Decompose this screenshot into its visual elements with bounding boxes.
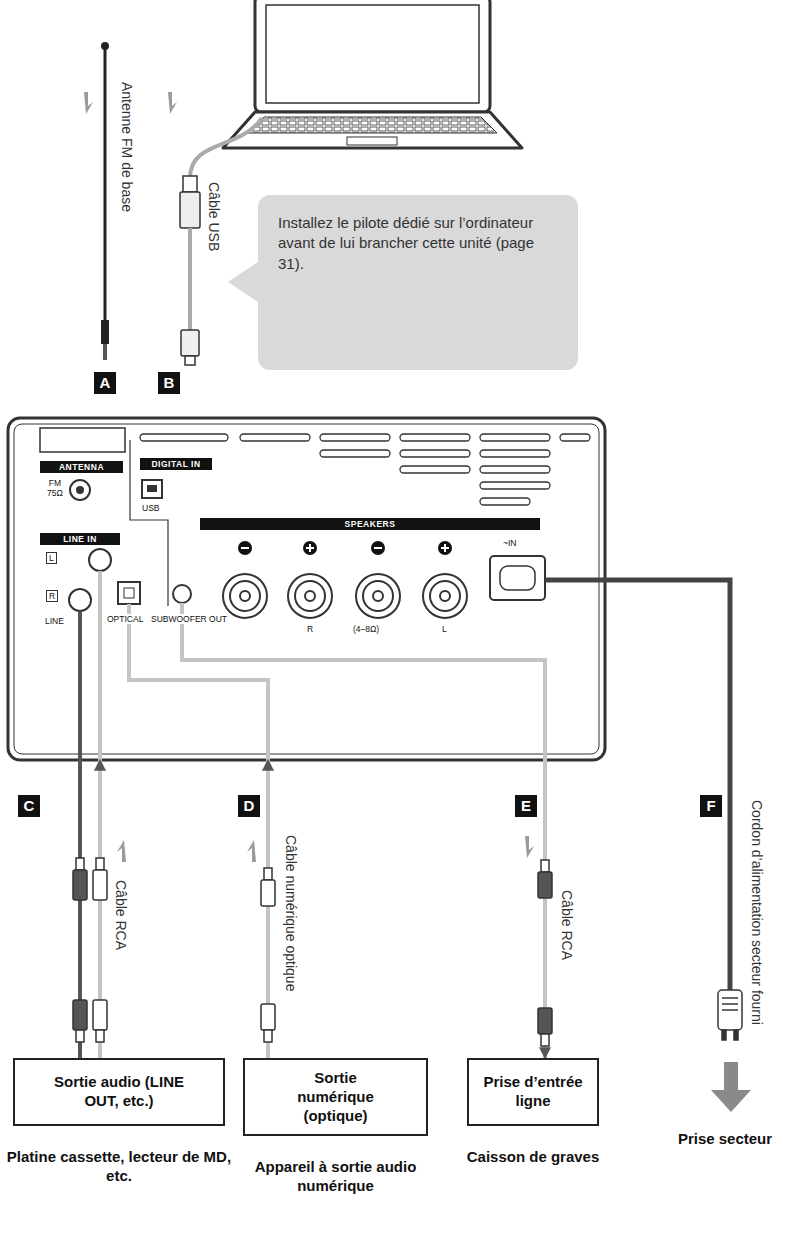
- cable-label: Cordon d’alimentation secteur fourni: [748, 800, 765, 1025]
- mains-arrow: [711, 1062, 751, 1112]
- device-caption: Caisson de graves: [452, 1148, 614, 1167]
- optical-wire: [129, 604, 268, 760]
- callout-bubble: Installez le pilote dédié sur l’ordinate…: [258, 195, 578, 370]
- panel-label: USB: [141, 503, 160, 513]
- usb-port-core: [147, 485, 157, 492]
- laptop-touchpad: [347, 137, 397, 145]
- cable-label: Câble USB: [205, 182, 222, 251]
- callout-letter: C: [18, 795, 40, 817]
- power-cord: [545, 580, 730, 990]
- panel-label: LINE: [44, 616, 65, 626]
- device-box: Sortie numérique (optique)Appareil à sor…: [243, 1058, 428, 1136]
- callout-letter: F: [700, 795, 722, 817]
- antenna-tip: [101, 42, 109, 50]
- laptop-screen: [266, 5, 479, 103]
- rca-jack: [69, 589, 91, 611]
- callout-letter: A: [94, 372, 116, 394]
- laptop-base: [223, 112, 522, 148]
- box-text: Sortie numérique (optique): [281, 1069, 391, 1125]
- panel-label: OPTICAL: [106, 614, 144, 624]
- panel-label: ~IN: [502, 538, 517, 548]
- power-plug: [718, 990, 742, 1040]
- usb-b-metal: [185, 356, 195, 365]
- rca-jack: [89, 549, 111, 571]
- optical-plugs: [261, 868, 275, 1042]
- subwoofer-jack: [173, 585, 191, 603]
- cable-label: Câble RCA: [558, 890, 575, 960]
- rca-wire-right: [78, 611, 82, 1058]
- direction-arrow: [168, 92, 177, 114]
- laptop-keyboard: [248, 117, 497, 133]
- rca-wire-left: [98, 571, 102, 760]
- panel-label: L: [441, 624, 448, 634]
- direction-arrow: [525, 836, 534, 858]
- panel-label: SPEAKERS: [200, 518, 540, 530]
- fm-antenna: [104, 48, 107, 320]
- callout-letter: E: [515, 795, 537, 817]
- callout-letter: B: [158, 372, 180, 394]
- direction-arrow: [247, 840, 256, 862]
- device-caption: Platine cassette, lecteur de MD, etc.: [0, 1148, 240, 1186]
- antenna-plug: [101, 320, 109, 344]
- outlet-label: Prise secteur: [670, 1130, 780, 1147]
- panel-label: FM 75Ω: [42, 478, 68, 498]
- usb-a-plug: [180, 192, 200, 228]
- laptop-lid: [255, 0, 490, 112]
- callout-tail: [228, 262, 258, 302]
- box-text: Prise d’entrée ligne: [476, 1073, 591, 1111]
- ac-inlet-socket: [500, 566, 535, 590]
- callout-letter: D: [238, 795, 260, 817]
- cable-label: Câble RCA: [112, 880, 129, 950]
- ac-inlet: [490, 556, 545, 600]
- polarity-icons: [238, 541, 452, 555]
- panel-label: R: [306, 624, 314, 634]
- box-text: Sortie audio (LINE OUT, etc.): [49, 1073, 189, 1111]
- panel-window: [40, 428, 125, 452]
- panel-label: R: [46, 590, 58, 602]
- rear-panel: ANTENNA FM 75Ω DIGITAL IN USB LINE IN L R LINE O…: [8, 418, 605, 760]
- subwoofer-plugs: [538, 860, 552, 1046]
- rca-plugs: [73, 858, 107, 1042]
- optical-jack: [118, 582, 140, 604]
- usb-b-plug: [181, 330, 199, 356]
- fm-port: [70, 480, 90, 500]
- panel-label: (4–8Ω): [352, 624, 380, 634]
- fm-port-pin: [76, 486, 84, 494]
- antenna-pin: [103, 344, 107, 360]
- optical-jack-core: [124, 588, 134, 598]
- usb-cable: [188, 228, 192, 330]
- device-caption: Appareil à sortie audio numérique: [228, 1158, 443, 1196]
- speaker-terminals: [223, 574, 467, 618]
- callout-text: Installez le pilote dédié sur l’ordinate…: [278, 213, 558, 274]
- panel-label: DIGITAL IN: [140, 458, 212, 470]
- direction-arrow: [84, 92, 93, 114]
- direction-arrow: [117, 840, 126, 862]
- device-box: Sortie audio (LINE OUT, etc.)Platine cas…: [13, 1058, 225, 1126]
- panel-label: LINE IN: [40, 533, 120, 545]
- device-box: Prise d’entrée ligneCaisson de graves: [467, 1058, 599, 1126]
- subwoofer-wire: [182, 603, 545, 760]
- cable-label: Câble numérique optique: [282, 835, 299, 991]
- panel-label: SUBWOOFER OUT: [150, 614, 228, 624]
- rear-panel: [8, 418, 605, 760]
- usb-cable: [190, 118, 262, 178]
- vents: [140, 434, 590, 505]
- panel-label: L: [46, 552, 57, 564]
- panel-label: ANTENNA: [40, 461, 123, 473]
- usb-port: [142, 480, 162, 498]
- cable-label: Antenne FM de base: [118, 82, 135, 212]
- usb-a-metal: [183, 176, 197, 192]
